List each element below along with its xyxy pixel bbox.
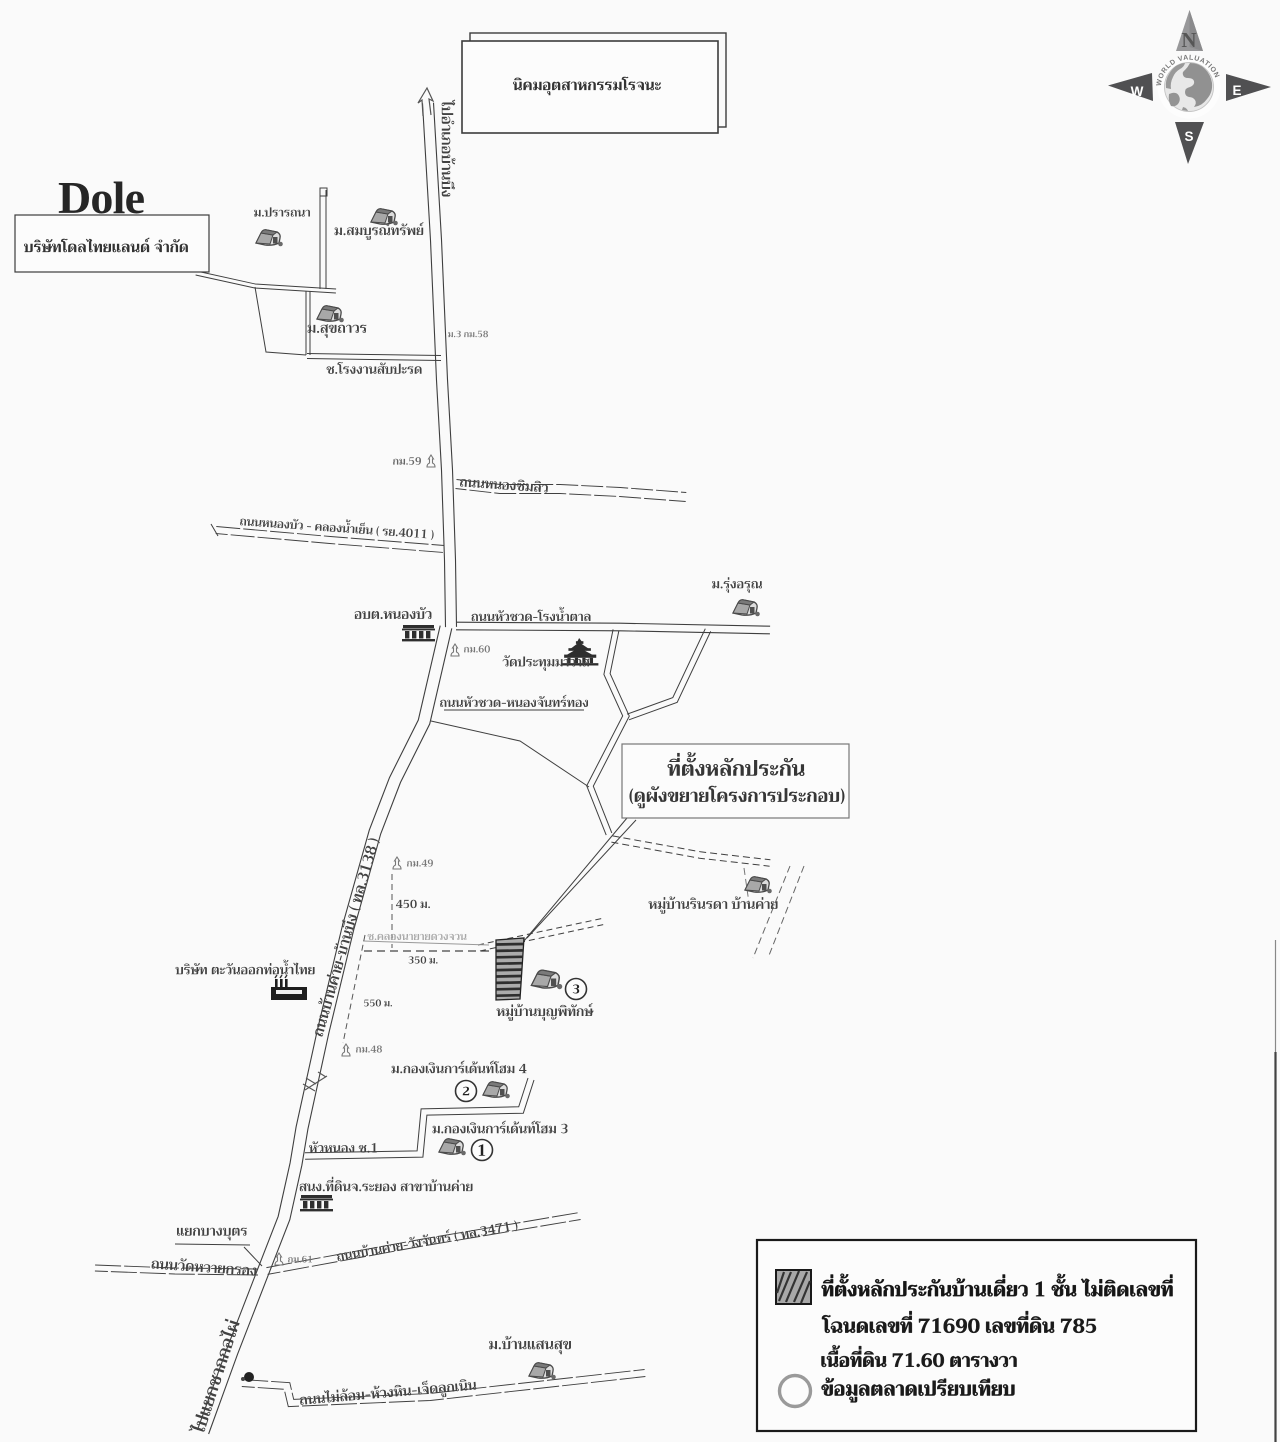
svg-text:E: E bbox=[1232, 83, 1241, 98]
svg-text:N: N bbox=[1181, 28, 1196, 52]
svg-text:Dole: Dole bbox=[58, 172, 145, 223]
svg-text:S: S bbox=[1184, 129, 1193, 144]
svg-text:W: W bbox=[1131, 84, 1144, 99]
